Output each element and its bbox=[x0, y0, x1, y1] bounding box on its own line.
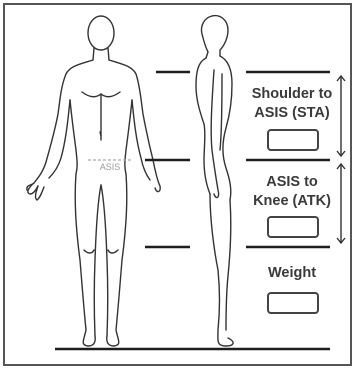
sta-input-box[interactable] bbox=[267, 129, 319, 151]
asis-marker-label: ASIS bbox=[100, 162, 121, 172]
atk-label-line1: ASIS to bbox=[245, 173, 339, 192]
atk-input-box[interactable] bbox=[267, 216, 319, 238]
side-body-figure bbox=[196, 16, 233, 346]
sta-label: Shoulder to ASIS (STA) bbox=[245, 85, 339, 123]
front-body-figure bbox=[27, 16, 160, 346]
sta-label-line2: ASIS (STA) bbox=[245, 104, 339, 123]
sta-label-line1: Shoulder to bbox=[245, 85, 339, 104]
weight-input-box[interactable] bbox=[267, 292, 319, 314]
atk-label: ASIS to Knee (ATK) bbox=[245, 173, 339, 211]
atk-label-line2: Knee (ATK) bbox=[245, 192, 339, 211]
weight-label: Weight bbox=[245, 264, 339, 283]
